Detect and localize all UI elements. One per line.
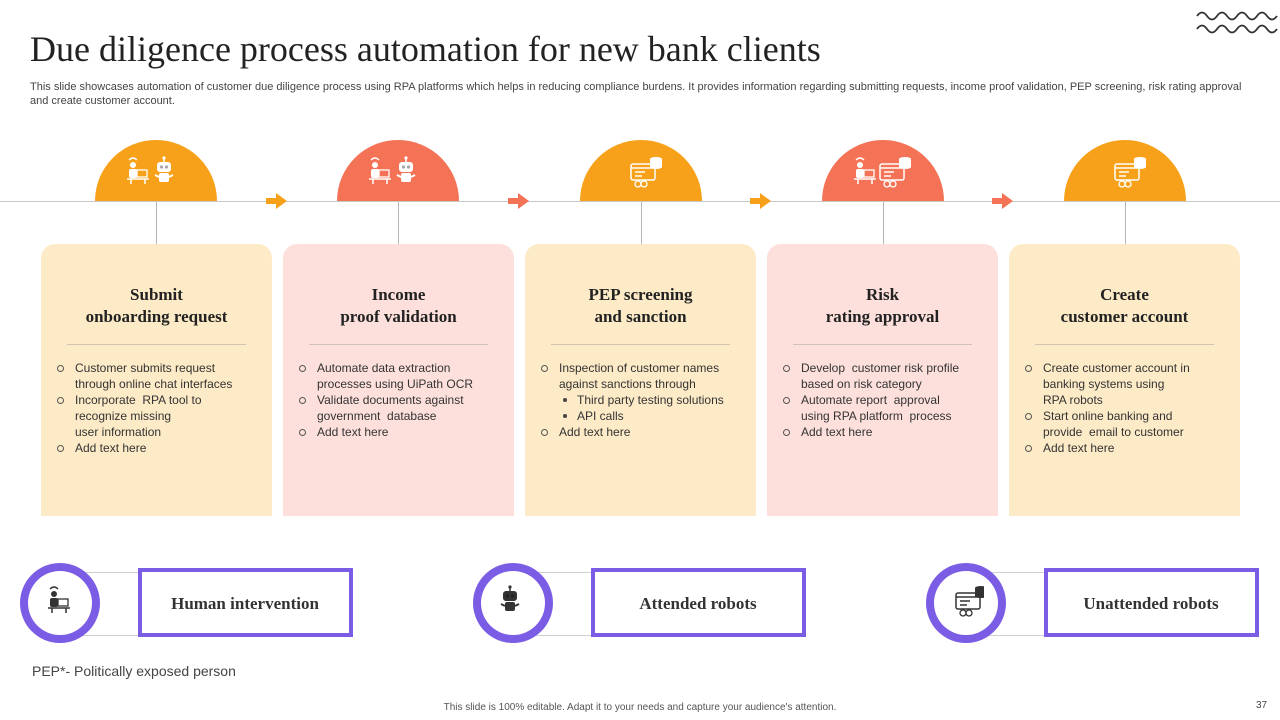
arrow-right-icon (508, 193, 530, 214)
step-list: Inspection of customer names against san… (541, 360, 748, 440)
step-divider (1035, 344, 1214, 345)
human-and-robot-icon (127, 156, 174, 184)
step-title: PEP screening and sanction (545, 284, 736, 328)
step-list: Develop customer risk profile based on r… (783, 360, 990, 440)
list-item: Inspection of customer names against san… (541, 360, 748, 392)
step-title-line2: rating approval (825, 307, 940, 326)
legend-box (591, 568, 806, 637)
step-connector (156, 202, 157, 244)
list-item: Add text here (57, 440, 264, 456)
list-item: Create customer account in banking syste… (1025, 360, 1232, 408)
step-title-line1: Create (1100, 285, 1149, 304)
step-title-line2: and sanction (594, 307, 687, 326)
footnote: PEP*- Politically exposed person (32, 663, 236, 679)
step-list: Create customer account in banking syste… (1025, 360, 1232, 456)
step-title-line2: proof validation (340, 307, 457, 326)
step-title-line1: Submit (130, 285, 183, 304)
step-dome (337, 140, 459, 201)
step-divider (793, 344, 972, 345)
step-title: Create customer account (1029, 284, 1220, 328)
step-dome (1064, 140, 1186, 201)
step-connector (398, 202, 399, 244)
step-dome (95, 140, 217, 201)
arrow-right-icon (266, 193, 288, 214)
list-item: Add text here (1025, 440, 1232, 456)
step-list: Automate data extraction processes using… (299, 360, 506, 440)
legend-circle (473, 563, 553, 643)
step-dome (822, 140, 944, 201)
server-automation-icon (955, 586, 984, 617)
list-item: Develop customer risk profile based on r… (783, 360, 990, 392)
arrow-right-icon (750, 193, 772, 214)
step-connector (1125, 202, 1126, 244)
slide-subtitle: This slide showcases automation of custo… (30, 81, 1242, 107)
sub-list-item: Third party testing solutions (541, 392, 748, 408)
step-title: Submit onboarding request (61, 284, 252, 328)
human-and-robot-icon (369, 156, 416, 184)
step-title-line1: Risk (865, 285, 900, 304)
list-item: Automate report approval using RPA platf… (783, 392, 990, 424)
human-and-server-icon (854, 157, 911, 188)
list-item: Validate documents against government da… (299, 392, 506, 424)
step-list: Customer submits request through online … (57, 360, 264, 456)
step-divider (551, 344, 730, 345)
step-connector (641, 202, 642, 244)
wave-decoration-icon (1196, 11, 1278, 34)
list-item: Add text here (783, 424, 990, 440)
list-item: Customer submits request through online … (57, 360, 264, 392)
legend-box (1044, 568, 1259, 637)
footer-note: This slide is 100% editable. Adapt it to… (443, 702, 837, 713)
page-number: 37 (1256, 700, 1268, 711)
step-connector (883, 202, 884, 244)
list-item: Start online banking and provide email t… (1025, 408, 1232, 440)
server-automation-icon (1114, 157, 1146, 188)
step-title-line1: PEP screening (588, 285, 693, 304)
list-item: Add text here (541, 424, 748, 440)
step-title-line2: onboarding request (85, 307, 228, 326)
legend-circle (926, 563, 1006, 643)
list-item: Incorporate RPA tool to recognize missin… (57, 392, 264, 440)
robot-icon (500, 585, 520, 611)
legend-circle-inner (481, 571, 545, 635)
sub-list-item: API calls (541, 408, 748, 424)
list-item: Add text here (299, 424, 506, 440)
slide-title: Due diligence process automation for new… (30, 29, 821, 69)
human-at-desk-icon (48, 586, 70, 613)
legend-box (138, 568, 353, 637)
step-title: Income proof validation (303, 284, 494, 328)
step-title-line2: customer account (1060, 307, 1189, 326)
server-automation-icon (630, 157, 662, 188)
step-dome (580, 140, 702, 201)
legend-circle (20, 563, 100, 643)
legend-circle-inner (28, 571, 92, 635)
legend-circle-inner (934, 571, 998, 635)
step-divider (309, 344, 488, 345)
timeline-line (0, 201, 1280, 202)
legend-label: Attended robots (639, 594, 757, 613)
step-title: Risk rating approval (787, 284, 978, 328)
legend-label: Human intervention (171, 594, 319, 613)
legend-label: Unattended robots (1083, 594, 1219, 613)
list-item: Automate data extraction processes using… (299, 360, 506, 392)
step-divider (67, 344, 246, 345)
step-title-line1: Income (371, 285, 426, 304)
arrow-right-icon (992, 193, 1014, 214)
